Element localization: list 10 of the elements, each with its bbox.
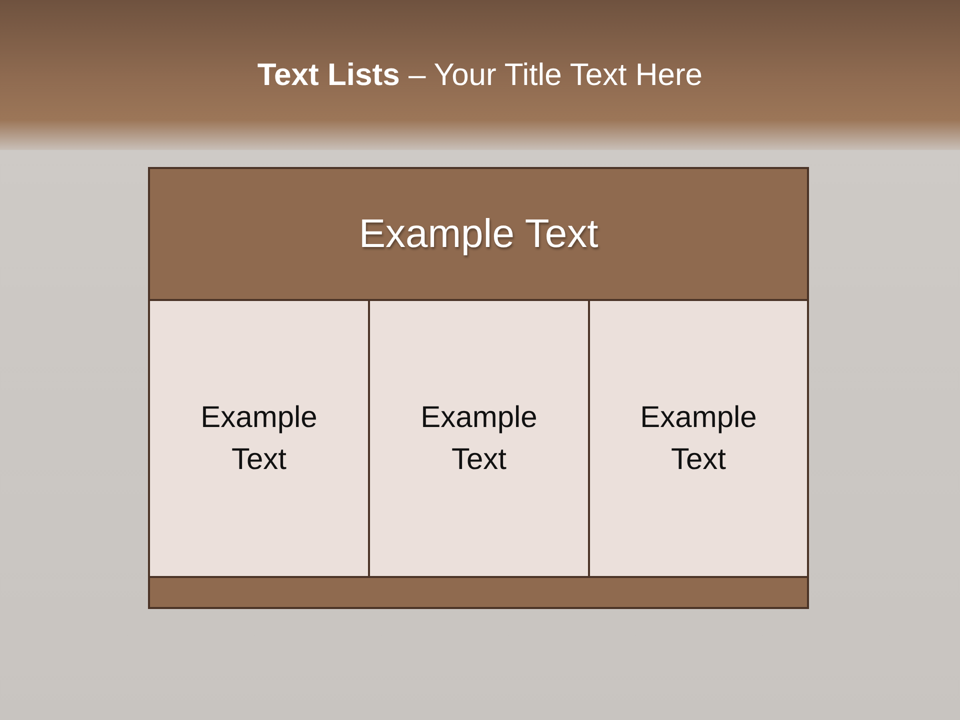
panel-text: Example Text [639, 400, 758, 478]
header-band [148, 167, 809, 301]
text-panel [588, 299, 809, 578]
text-panel [148, 299, 370, 578]
panel-text: Example Text [200, 400, 318, 478]
text-panel [368, 299, 590, 578]
footer-bar [148, 576, 809, 609]
slide-title: Text Lists – Your Title Text Here [257, 56, 703, 94]
panel-text: Example Text [420, 400, 538, 478]
header-text: Example Text [358, 211, 598, 258]
